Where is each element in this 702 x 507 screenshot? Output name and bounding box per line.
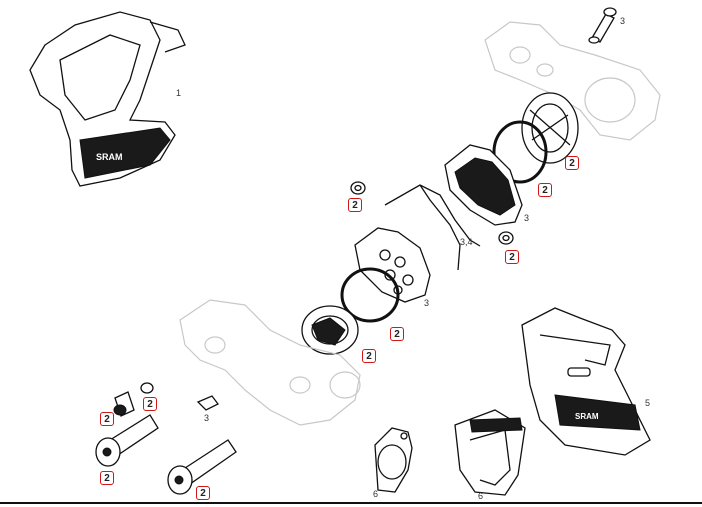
pad-spring: [384, 184, 481, 271]
piston-front: [301, 305, 359, 355]
callout-1: 1: [176, 88, 182, 98]
badge-2-piston-front: 2: [362, 349, 376, 363]
bolt-long-2: [167, 439, 237, 495]
callout-6-ring: 6: [373, 489, 379, 499]
badge-2-washer-1: 2: [348, 198, 362, 212]
ring-bracket: [374, 427, 413, 493]
badge-2-bolt-long-2: 2: [196, 486, 210, 500]
brake-pad-front: [354, 227, 431, 303]
callout-3-4: 3,4: [460, 237, 473, 247]
callout-3-front: 3: [424, 298, 430, 308]
washer-2: [498, 231, 514, 245]
shield-plate: SRAM: [521, 307, 651, 456]
callout-3-pad: 3: [524, 213, 530, 223]
svg-text:SRAM: SRAM: [575, 412, 599, 421]
callout-3-clip: 3: [204, 413, 210, 423]
callout-6-clip: 6: [478, 491, 484, 501]
washer-3: [140, 382, 154, 394]
seal-ring-front: [340, 267, 400, 323]
brake-pad-rear: [444, 144, 523, 226]
badge-2-washer-3: 2: [143, 397, 157, 411]
badge-2-seal-top: 2: [565, 156, 579, 170]
washer-1: [350, 181, 366, 195]
badge-2-seal-front: 2: [390, 327, 404, 341]
bottom-rule: [0, 502, 702, 504]
badge-2-bolt-long-1: 2: [100, 471, 114, 485]
badge-2-bolt-small: 2: [100, 412, 114, 426]
ghost-caliper-bottom: [179, 299, 361, 426]
clip-bracket: [454, 409, 526, 496]
callout-5: 5: [645, 398, 651, 408]
caliper-body-part: SRAM: [29, 11, 186, 187]
bolt-long-1: [95, 414, 159, 467]
badge-2-seal-inner: 2: [538, 183, 552, 197]
retaining-clip: [196, 395, 219, 411]
sram-logo-text: SRAM: [96, 152, 123, 162]
callout-3-top: 3: [620, 16, 626, 26]
badge-2-washer-2: 2: [505, 250, 519, 264]
seal-ring-top: [492, 120, 548, 184]
piston-top: [521, 92, 579, 164]
ghost-caliper-top: [484, 21, 661, 141]
bolt-small: [113, 391, 135, 417]
pin-bolt-top: [588, 7, 617, 44]
